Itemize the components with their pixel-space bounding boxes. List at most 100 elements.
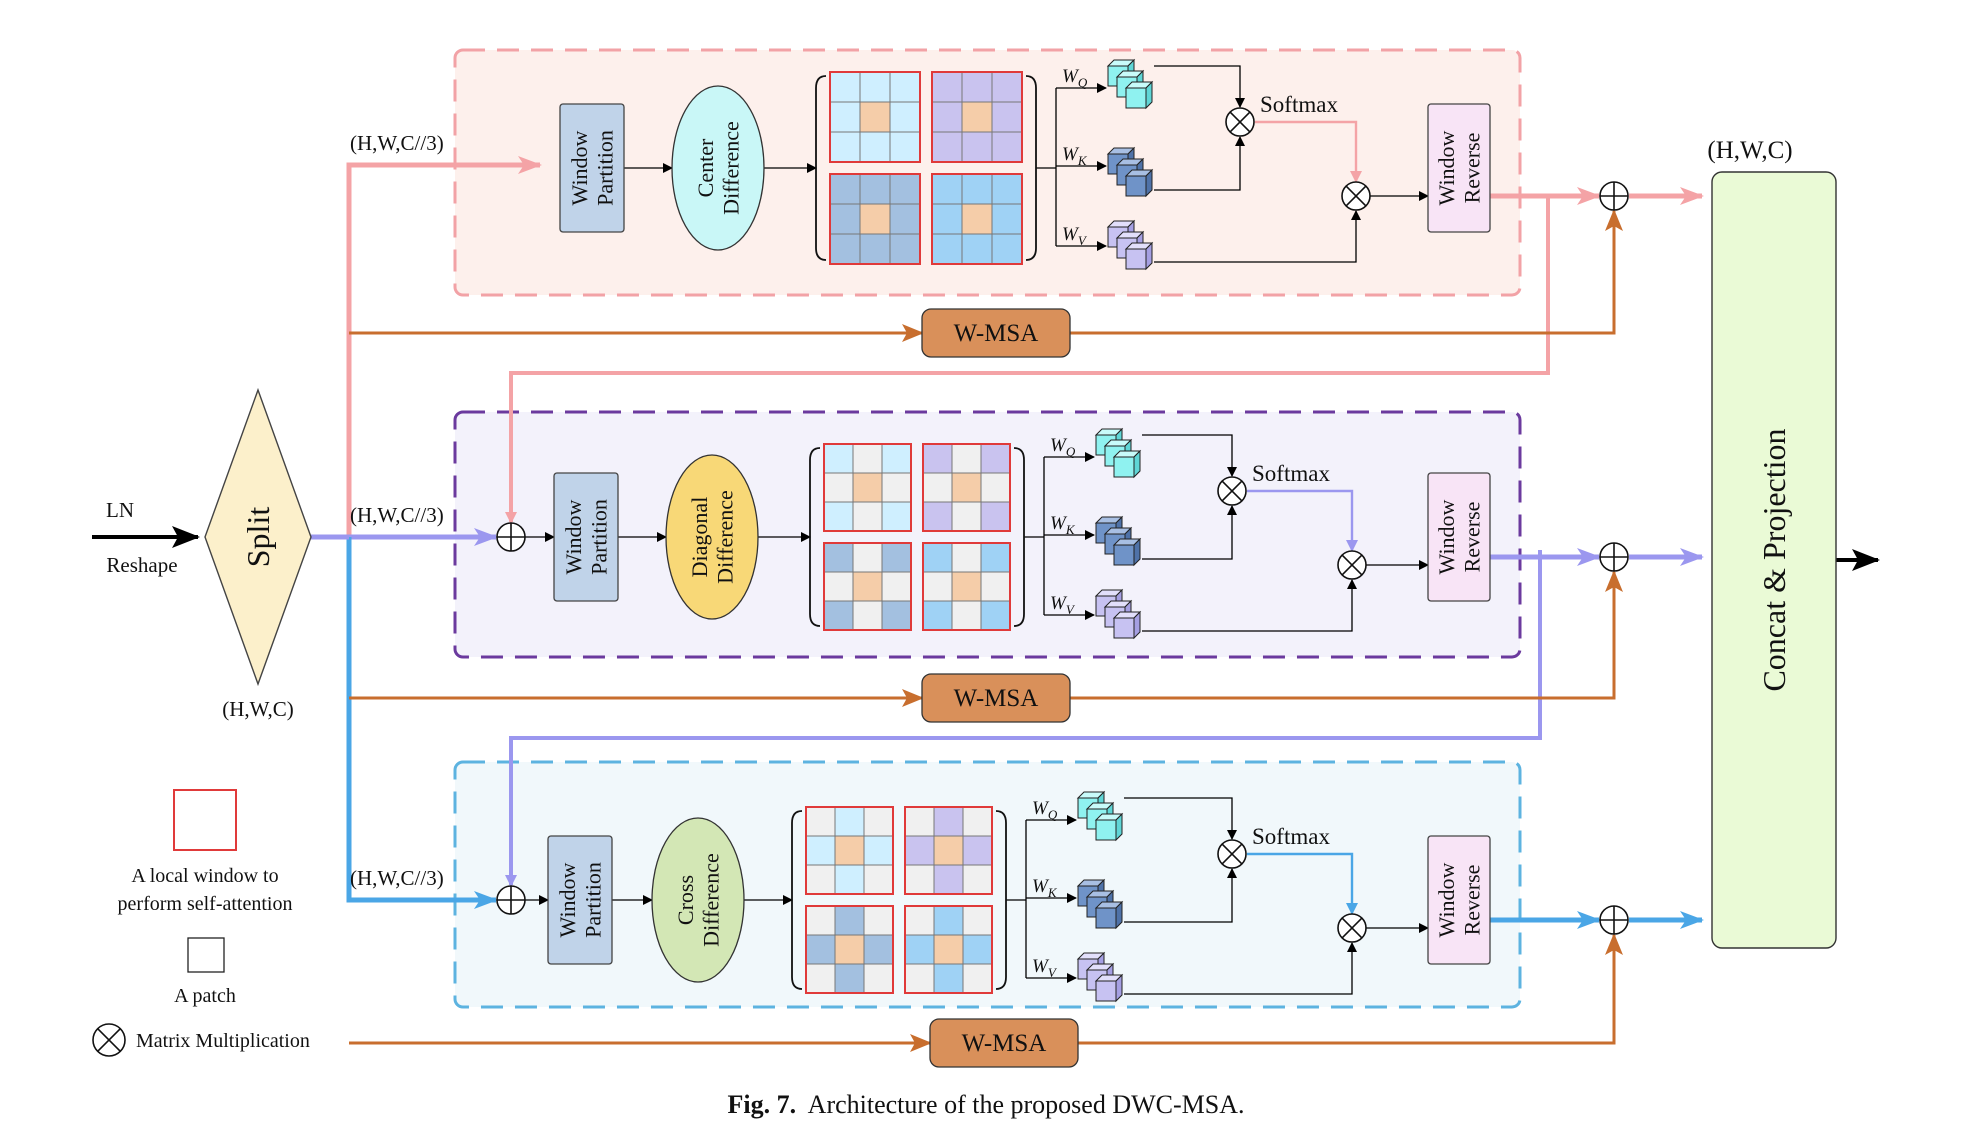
branch-2-window-partition-label-text: WindowPartition [561, 499, 611, 575]
branch-3-window-partition-label: WindowPartition [555, 862, 605, 938]
patch-cell [904, 905, 935, 936]
branch-2-qk-matmul [1217, 476, 1247, 506]
patch-cell [852, 600, 883, 631]
window-border [805, 905, 894, 994]
oplus-cross [1600, 543, 1628, 571]
patch-cell [904, 835, 935, 866]
patch-cell [829, 71, 861, 103]
otimes-cross [97, 1028, 121, 1052]
wmsa-3-box [929, 1018, 1079, 1068]
patch-cell [962, 835, 993, 866]
patch-cell [863, 934, 894, 965]
patch-cell [834, 963, 865, 994]
patch-cell [980, 600, 1011, 631]
patch-cell [991, 173, 1023, 205]
patch-cell [859, 71, 891, 103]
patch-cell [805, 806, 836, 837]
patch-cell [834, 864, 865, 895]
branch-1-q-to-matmul [1154, 65, 1245, 108]
split-to-branch-3 [346, 537, 498, 909]
window-border [931, 71, 1023, 163]
branch-1-window-partition-label-text: WindowPartition [567, 130, 617, 206]
caption-text: Architecture of the proposed DWC-MSA. [807, 1090, 1245, 1119]
patch-cell [904, 864, 935, 895]
patch-cell [823, 501, 854, 532]
window-border [931, 173, 1023, 265]
patch-cell [980, 542, 1011, 573]
input-label-reshape: Reshape [106, 553, 177, 577]
branch-3-window-reverse-label-text: WindowReverse [1434, 862, 1484, 937]
window-border [904, 905, 993, 994]
caption-prefix: Fig. 7. [727, 1090, 797, 1119]
branch-1-v-to-matmul [1154, 210, 1361, 263]
branch-2-wk-subscript: K [1065, 522, 1076, 537]
patch-cell [904, 806, 935, 837]
patch-cell [829, 173, 861, 205]
patch-cell [889, 101, 921, 133]
patch-cell [823, 472, 854, 503]
patch-cell [922, 472, 953, 503]
split-label-text: Split [240, 507, 276, 568]
patch-cell [829, 203, 861, 235]
branch-3-input-add [496, 885, 526, 915]
patch-cell [922, 443, 953, 474]
branch-3-softmax-label: Softmax [1252, 824, 1330, 849]
wmsa-2-label: W-MSA [954, 685, 1039, 712]
wmsa-3-out-arrow [1078, 933, 1623, 1045]
patch-cell [829, 131, 861, 163]
patch-cell [904, 934, 935, 965]
oplus-cross [1600, 906, 1628, 934]
cube-front [1113, 617, 1135, 639]
branch-3-wv-subscript: V [1048, 965, 1058, 980]
patch-cell [991, 203, 1023, 235]
patch-cell [852, 501, 883, 532]
split-diamond [204, 387, 312, 687]
legend-patch-label: A patch [174, 985, 236, 1007]
branch-2-to-branch-3-feed [505, 550, 1542, 887]
branch-3-window-partition-label-text: WindowPartition [555, 862, 605, 938]
branch-3-wk-subscript: K [1047, 885, 1058, 900]
patch-cell [852, 443, 883, 474]
patch-cell [881, 542, 912, 573]
patch-cell [961, 203, 993, 235]
window-border [922, 542, 1011, 631]
patch-cell [931, 173, 963, 205]
branch-1-window-reverse-box [1427, 103, 1491, 233]
patch-cell [852, 472, 883, 503]
patch-cell [834, 835, 865, 866]
patch-cell [805, 905, 836, 936]
patch-cell [889, 203, 921, 235]
branch-1-difference-ellipse [671, 85, 765, 251]
patch-cell [951, 571, 982, 602]
otimes-cross [1229, 111, 1251, 133]
branch-2-shape-label: (H,W,C//3) [350, 503, 444, 527]
patch-cell [922, 501, 953, 532]
legend-window-swatch [173, 789, 237, 851]
branch-3-window-reverse-label: WindowReverse [1434, 862, 1484, 937]
patch-cell [933, 806, 964, 837]
branch-3-difference-label-text: CrossDifference [673, 853, 723, 947]
patch-cell [889, 131, 921, 163]
branch-1-wk-subscript: K [1077, 153, 1088, 168]
branch-1-value-cubes [1106, 219, 1154, 271]
patch-cell [951, 472, 982, 503]
patch-cell [961, 131, 993, 163]
window-border [904, 806, 993, 895]
branch-1-window-partition-label: WindowPartition [567, 130, 617, 206]
branch-3-difference-ellipse [651, 817, 745, 983]
branch-1-window-grid-1 [829, 71, 921, 163]
patch-cell [933, 963, 964, 994]
patch-cell [805, 864, 836, 895]
patch-cell [904, 963, 935, 994]
patch-cell [931, 233, 963, 265]
branch-1-window-reverse-label: WindowReverse [1434, 130, 1484, 205]
patch-cell [951, 443, 982, 474]
patch-cell [931, 131, 963, 163]
patch-cell [823, 542, 854, 573]
patch-cell [805, 934, 836, 965]
patch-cell [823, 443, 854, 474]
branch-2-input-add [496, 522, 526, 552]
cube-front [1113, 544, 1135, 566]
patch-cell [859, 101, 891, 133]
